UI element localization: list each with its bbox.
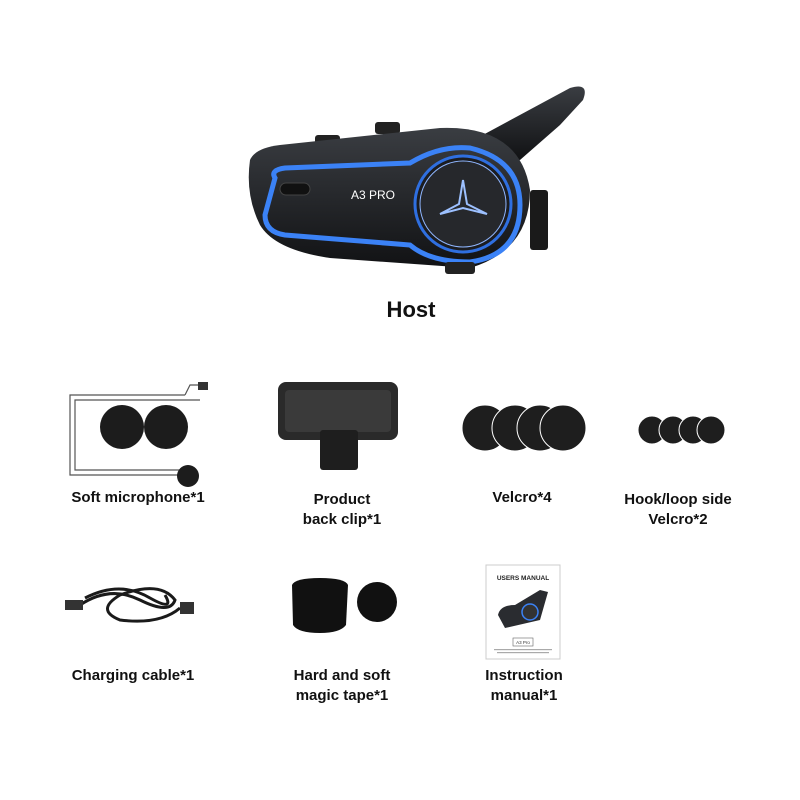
caption-line: Soft microphone*1: [71, 489, 205, 506]
caption-line: manual*1: [490, 687, 558, 704]
caption-magic-tape: Hard and soft magic tape*1: [294, 666, 391, 706]
soft-microphone-image: [69, 382, 208, 487]
magic-tape-image: [292, 578, 397, 633]
caption-velcro: Velcro*4: [492, 488, 551, 508]
caption-line: back clip*1: [302, 511, 382, 528]
instruction-manual-image: USERS MANUAL A3 Pro: [485, 564, 561, 660]
svg-text:USERS MANUAL: USERS MANUAL: [497, 575, 549, 582]
caption-charging-cable: Charging cable*1: [72, 666, 195, 686]
velcro-image: [461, 404, 587, 452]
caption-back-clip: Product back clip*1: [303, 490, 381, 530]
caption-line: Hard and soft: [293, 667, 391, 684]
svg-text:A3 Pro: A3 Pro: [516, 640, 530, 645]
charging-cable-image: [65, 587, 194, 623]
host-device-image: A3 PRO: [248, 86, 585, 274]
hook-loop-velcro-image: [637, 415, 726, 445]
caption-instruction-manual: Instruction manual*1: [485, 666, 563, 706]
caption-line: Product: [313, 491, 371, 508]
caption-line: magic tape*1: [295, 687, 389, 704]
caption-line: Hook/loop side: [624, 491, 732, 508]
back-clip-image: [278, 382, 398, 470]
caption-line: Velcro*2: [648, 511, 708, 528]
caption-line: Instruction: [485, 667, 563, 684]
caption-line: Velcro*4: [492, 489, 552, 506]
caption-line: Charging cable*1: [71, 667, 195, 684]
device-model-label: A3 PRO: [351, 188, 395, 202]
host-caption: Host: [386, 297, 436, 322]
caption-soft-microphone: Soft microphone*1: [71, 488, 204, 508]
